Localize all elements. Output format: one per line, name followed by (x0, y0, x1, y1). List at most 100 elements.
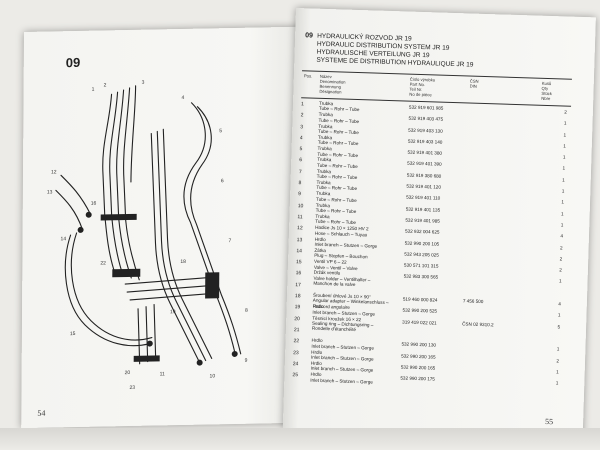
row-quantity: 2 (559, 256, 563, 262)
row-position: 19 (294, 304, 301, 311)
row-position: 14 (296, 247, 303, 255)
row-part-number: 532 990 200 105 (404, 240, 440, 247)
row-position: 3 (300, 123, 304, 130)
row-quantity: 4 (560, 233, 564, 239)
svg-text:15: 15 (70, 331, 76, 337)
row-standard (461, 366, 501, 367)
row-description: Hrdlo Inlet branch – Stutzen – Gorge (310, 371, 373, 385)
row-position: 23 (293, 349, 299, 356)
row-position: 10 (297, 202, 304, 209)
row-part-number: 532 932 004 625 (404, 228, 440, 235)
svg-text:12: 12 (51, 169, 57, 175)
row-part-number: 532 990 200 175 (400, 375, 435, 382)
svg-text:7: 7 (228, 238, 231, 244)
row-quantity: 1 (561, 199, 565, 205)
row-standard (468, 129, 508, 130)
row-quantity: 2 (556, 357, 560, 363)
row-position: 2 (300, 112, 304, 119)
col-desc-header: Název Denomination Benennung Désignation (319, 73, 346, 95)
svg-text:20: 20 (125, 370, 131, 376)
svg-text:1: 1 (92, 87, 95, 93)
row-quantity: 1 (557, 312, 561, 318)
row-standard: 7 456 500 (462, 298, 484, 305)
right-page: 09 HYDRAULICKÝ ROZVOD JR 19 HYDRAULIC DI… (282, 8, 596, 438)
row-quantity: 1 (562, 165, 566, 172)
row-part-number: 532 919 401 135 (405, 206, 441, 213)
row-part-number: 530 571 101 315 (403, 262, 439, 269)
svg-text:11: 11 (160, 371, 165, 377)
row-quantity: 1 (558, 278, 562, 284)
svg-text:3: 3 (142, 80, 145, 86)
row-part-number: 532 919 401 985 (405, 217, 440, 224)
row-standard (464, 276, 504, 277)
row-position: 12 (296, 225, 303, 232)
row-standard (464, 253, 504, 254)
row-part-number: 532 919 403 475 (408, 115, 444, 122)
row-part-number (402, 330, 462, 332)
row-position: 8 (298, 180, 302, 187)
row-part-number: 532 990 200 165 (401, 353, 436, 360)
col-part-header: Číslo výrobku Part No. Teil Nr. No de pi… (409, 76, 436, 98)
row-standard (469, 118, 509, 119)
row-standard (465, 231, 505, 232)
row-quantity: 1 (563, 132, 567, 138)
row-position: 11 (297, 214, 303, 221)
row-quantity: 1 (560, 222, 564, 228)
row-quantity: 1 (561, 188, 565, 194)
row-part-number: 519 460 000 824 (402, 296, 438, 303)
row-quantity: 1 (562, 177, 565, 183)
row-quantity: 2 (564, 109, 567, 115)
row-standard (464, 265, 504, 266)
row-part-number (403, 285, 463, 287)
table-surface (0, 428, 600, 450)
row-standard (467, 186, 507, 187)
title-number: 09 (305, 32, 314, 40)
row-standard (469, 106, 509, 107)
row-part-number: 532 990 200 165 (400, 364, 436, 371)
row-position: 9 (298, 191, 302, 198)
row-part-number: 319 419 022 021 (402, 319, 437, 326)
row-position: 5 (299, 146, 303, 153)
row-standard: ČSN 02 9310.2 (462, 321, 494, 328)
svg-text:2: 2 (104, 82, 107, 88)
row-quantity (545, 290, 561, 291)
row-part-number: 532 983 300 565 (403, 273, 439, 281)
row-standard (465, 219, 505, 220)
row-quantity: 1 (556, 346, 560, 352)
row-position: 16 (295, 270, 302, 277)
row-part-number: 532 919 403 140 (407, 138, 443, 145)
row-part-number: 532 919 401 390 (407, 161, 442, 168)
row-standard (460, 377, 500, 378)
row-position: 13 (296, 236, 303, 243)
row-position: 6 (299, 157, 303, 164)
row-quantity: 2 (559, 267, 562, 273)
row-part-number: 532 919 401 120 (406, 183, 442, 190)
row-quantity: 4 (558, 301, 561, 307)
left-page-number: 54 (37, 408, 46, 418)
col-qty-header: Kusů Qty Stück Nbre (541, 80, 553, 102)
svg-text:6: 6 (221, 178, 224, 184)
row-standard (467, 174, 507, 175)
row-standard (461, 355, 501, 356)
row-position: 22 (293, 338, 300, 345)
row-part-number: 532 919 401 110 (406, 194, 441, 201)
row-standard (465, 242, 505, 243)
row-standard (466, 197, 506, 198)
right-page-number: 55 (544, 417, 554, 427)
row-standard (468, 152, 508, 153)
row-part-number: 532 990 200 525 (402, 307, 438, 314)
row-position: 17 (295, 281, 301, 289)
row-standard (462, 344, 502, 345)
title-block: 09 HYDRAULICKÝ ROZVOD JR 19 HYDRAULIC DI… (305, 32, 474, 70)
row-quantity: 1 (556, 369, 559, 375)
row-quantity: 1 (561, 211, 564, 217)
row-quantity: 2 (559, 244, 563, 251)
svg-text:16: 16 (91, 201, 97, 207)
row-part-number: 532 990 200 130 (401, 341, 437, 348)
row-standard (467, 163, 507, 164)
row-position: 15 (295, 259, 302, 266)
svg-text:23: 23 (129, 385, 135, 391)
svg-text:18: 18 (180, 259, 186, 265)
